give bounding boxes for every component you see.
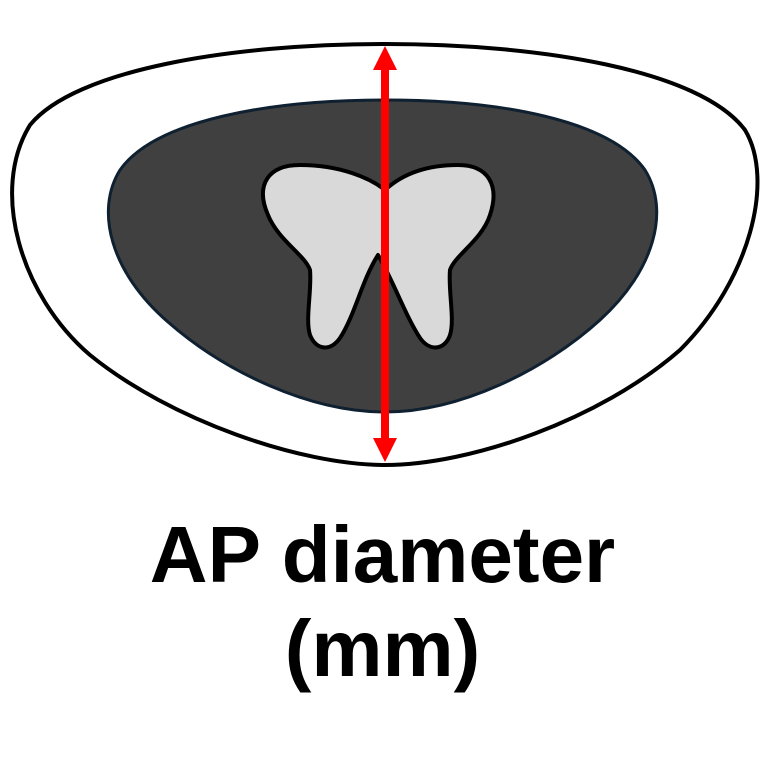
spinal-cross-section-diagram: [10, 41, 760, 468]
caption-line-1: AP diameter: [149, 510, 616, 599]
caption-line-2: (mm): [284, 604, 481, 693]
diagram-caption: AP diameter (mm): [0, 508, 765, 696]
